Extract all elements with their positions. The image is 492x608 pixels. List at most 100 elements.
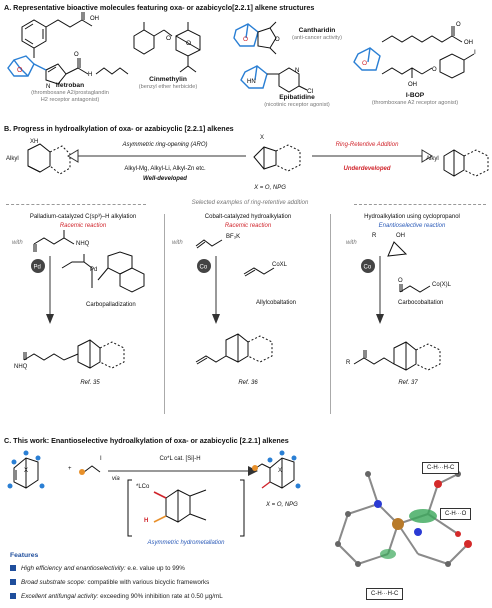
ex2-coxl: CoXL	[272, 262, 288, 268]
ex1-reagent	[33, 230, 75, 252]
this-work-substrate	[7, 450, 45, 489]
ex1-sub: Racemic reaction	[59, 223, 107, 229]
feature-3: Excellent antifungal activity: exceeding…	[10, 593, 223, 600]
svg-text:Co: Co	[200, 265, 208, 271]
ibop-structure: O O OH O OH I	[353, 22, 476, 88]
cinmethylin-name: Cinmethylin	[149, 76, 187, 83]
ex2-sub: Racemic reaction	[224, 223, 272, 229]
ex3-ref: Ref. 37	[398, 380, 418, 386]
epibatidine-note: (nicotinic receptor agonist)	[264, 102, 330, 108]
ex1-pd-label: Pd	[90, 267, 98, 273]
ex2-intermediate-label: Allylcobaltation	[256, 300, 297, 306]
ex2-intermediate	[243, 267, 275, 277]
epibatidine-structure: HN Cl N	[240, 65, 314, 95]
svg-text:O: O	[166, 35, 171, 42]
rra-alkyl: Alkyl	[426, 156, 439, 162]
this-work-product	[252, 450, 301, 489]
ex3-coxl: Co(X)L	[432, 282, 452, 288]
aro-product	[27, 143, 71, 175]
ex3-r: R	[372, 233, 377, 239]
aro-status: Well-developed	[143, 176, 187, 182]
ex2-reagent-label: BF₃K	[226, 234, 241, 240]
svg-text:O: O	[186, 40, 191, 47]
svg-text:Co: Co	[364, 265, 372, 271]
plus-sign: +	[68, 466, 72, 472]
ex2-ref: Ref. 36	[238, 380, 258, 386]
ex3-sub: Enantioselective reaction	[378, 223, 446, 229]
lco-label: *LCo	[136, 484, 150, 490]
center-substrate	[253, 144, 301, 172]
svg-text:HN: HN	[247, 79, 256, 85]
svg-text:O: O	[432, 67, 437, 73]
svg-text:O: O	[275, 37, 280, 43]
ex2-product	[195, 333, 273, 365]
ex2-with: with	[172, 240, 183, 246]
this-work-x-eq: X = O, NPG	[266, 502, 298, 508]
section-c-title: C. This work: Enantioselective hydroalky…	[4, 436, 289, 445]
ex3-intermediate-label: Carbocobaltation	[398, 300, 444, 306]
cinmethylin-structure: O O	[133, 22, 201, 73]
svg-text:O: O	[74, 52, 79, 58]
section-a-title: A. Representative bioactive molecules fe…	[4, 3, 315, 12]
ex3-reagent	[387, 241, 408, 257]
rra-arrow	[312, 149, 433, 163]
ex2-co-circle: Co	[197, 259, 211, 273]
svg-text:O: O	[362, 60, 367, 67]
svg-text:N: N	[46, 84, 50, 90]
ex1-pd-circle: Pd	[31, 259, 45, 273]
ifetroban-name: Ifetroban	[55, 82, 85, 89]
svg-text:Cl: Cl	[307, 88, 314, 95]
this-work-reagent	[79, 465, 101, 475]
ex3-co-circle: Co	[361, 259, 375, 273]
ex1-title: Palladium-catalyzed C(sp³)–H alkylation	[29, 214, 137, 220]
ibop-note: (thromboxane A2 receptor agonist)	[371, 100, 459, 106]
ifetroban-o: O	[17, 67, 23, 74]
catalyst-label: Co*L cat. [Si]-H	[159, 456, 201, 462]
ex1-amide: NHQ	[76, 241, 90, 247]
rra-label: Ring-Retentive Addition	[335, 142, 399, 148]
aro-xh: XH	[30, 139, 39, 145]
svg-text:Pd: Pd	[34, 265, 41, 271]
svg-text:O: O	[456, 22, 461, 28]
ex3-o: O	[398, 278, 403, 284]
mechanism-bracket	[127, 479, 245, 537]
this-work-arrow	[108, 466, 258, 476]
epibatidine-name: Epibatidine	[279, 94, 315, 101]
mechanism-label: Asymmetric hydrometallation	[147, 540, 225, 546]
center-x-eq: X = O, NPG	[254, 185, 286, 191]
interaction-label-1: C-H···H-C	[422, 462, 460, 474]
svg-text:OH: OH	[464, 40, 473, 46]
ex3-arrow	[376, 256, 384, 324]
aro-alkyl: Alkyl	[6, 156, 19, 162]
reagent-i: I	[100, 456, 102, 462]
h-label: H	[144, 518, 149, 524]
cinmethylin-note: (benzyl ether herbicide)	[138, 84, 198, 90]
ex1-arrow	[46, 256, 54, 324]
via-label: via	[112, 476, 120, 482]
svg-text:I: I	[474, 49, 476, 56]
aro-arrow	[67, 149, 246, 163]
ex2-reagent	[195, 239, 223, 249]
feature-2: Broad substrate scope: compatible with v…	[10, 579, 209, 586]
section-b-title: B. Progress in hydroalkylation of oxa- o…	[4, 124, 234, 133]
ex1-product	[23, 339, 125, 369]
model-3d	[335, 471, 472, 567]
ex1-product-amide: NHQ	[14, 364, 28, 370]
interaction-label-2: C-H···O	[440, 508, 472, 520]
ex3-title: Hydroalkylation using cyclopropanol	[364, 214, 460, 220]
substrate-x: X	[24, 468, 29, 474]
ex3-with: with	[346, 240, 357, 246]
ex3-oh: OH	[396, 233, 405, 239]
cantharidin-name: Cantharidin	[298, 27, 336, 34]
svg-text:OH: OH	[90, 16, 99, 22]
selected-examples-label: Selected examples of ring-retentive addi…	[191, 200, 309, 206]
svg-text:N: N	[295, 68, 299, 74]
ex1-ref: Ref. 35	[80, 380, 100, 386]
feature-1: High efficiency and enantioselectivity: …	[10, 565, 185, 572]
center-x: X	[260, 135, 265, 141]
aro-label: Asymmetric ring-opening (ARO)	[122, 142, 208, 148]
product-x: X	[278, 468, 283, 474]
svg-text:H: H	[88, 72, 92, 78]
interaction-label-3: C-H···H-C	[366, 588, 404, 600]
